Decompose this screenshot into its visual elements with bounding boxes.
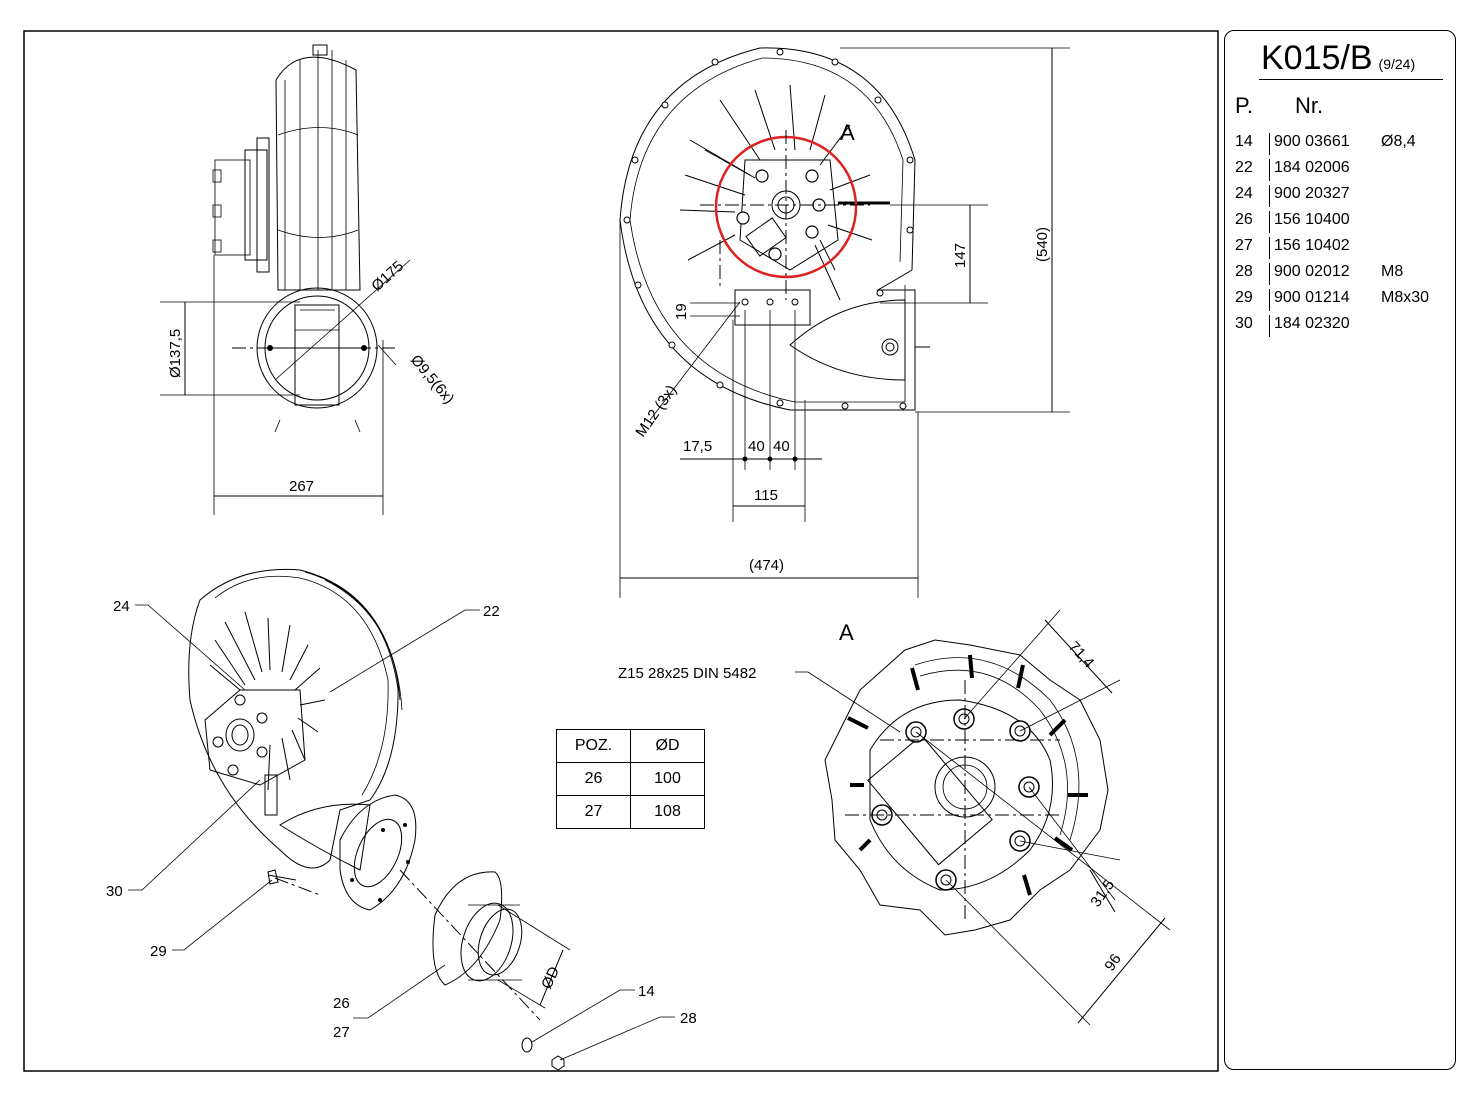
part-number: 156 10402 [1269,237,1350,259]
parts-panel: K015/B (9/24) P. Nr. 14 900 03661 Ø8,4 22 18… [1224,30,1456,1070]
table-cell: 27 [556,795,631,829]
list-item: 14 900 03661 Ø8,4 [1235,131,1450,157]
list-item: 30 184 02320 [1235,313,1450,339]
callout-29: 29 [150,943,167,960]
dim-40-a: 40 [748,438,765,455]
table-header: POZ. [556,729,631,763]
front-view: A 147 (540) 19 M12 (3x) 17,5 40 40 115 [619,47,1070,598]
table-header-row: POZ. ØD [556,729,705,763]
dim-474: (474) [749,557,784,574]
part-position: 26 [1235,211,1253,228]
detail-a-view: A Z15 28x25 DIN 548 [618,609,1171,1026]
dim-147: 147 [952,243,969,268]
part-position: 29 [1235,289,1253,306]
table-row: 26 100 [556,762,705,796]
dim-9-5: Ø9,5(6x) [407,352,458,408]
dim-40-b: 40 [773,438,790,455]
dim-m12: M12 (3x) [632,382,680,440]
diameter-table: POZ. ØD 26 100 27 108 [556,729,705,829]
dim-71-4: 71,4 [1065,638,1097,671]
part-position: 24 [1235,185,1253,202]
dim-17-5: 17,5 [683,438,712,455]
dim-540: (540) [1034,227,1051,262]
title-divider [1259,79,1443,80]
dim-od: ØD [538,964,563,992]
dim-31-5: 31,5 [1087,877,1118,911]
detail-a-title: A [839,620,854,645]
exploded-view: ØD 24 22 30 29 26 27 14 28 [106,568,697,1071]
list-item: 26 156 10400 [1235,209,1450,235]
part-number: 900 02012 [1269,263,1350,285]
model-title: K015/B (9/24) [1261,39,1415,78]
list-item: 27 156 10402 [1235,235,1450,261]
part-note: M8x30 [1381,289,1430,306]
list-item: 22 184 02006 [1235,157,1450,183]
list-item: 24 900 20327 [1235,183,1450,209]
callout-14: 14 [638,983,655,1000]
model-name: K015/B [1261,39,1373,77]
part-position: 27 [1235,237,1253,254]
callout-22: 22 [483,603,500,620]
dim-175: Ø175 [368,258,407,295]
dim-115: 115 [754,487,778,504]
callout-30: 30 [106,883,123,900]
dim-96: 96 [1101,951,1124,974]
list-item: 29 900 01214 M8x30 [1235,287,1450,313]
table-cell: 100 [630,762,705,796]
part-number: 156 10400 [1269,211,1350,233]
dim-19: 19 [673,303,690,320]
table-cell: 26 [556,762,631,796]
part-number: 184 02320 [1269,315,1350,337]
part-number: 900 03661 [1269,133,1350,155]
callout-26: 26 [333,995,350,1012]
part-number: 184 02006 [1269,159,1350,181]
table-header: ØD [630,729,705,763]
dim-137: Ø137,5 [167,329,184,378]
side-view: 267 Ø175 Ø137,5 Ø9,5(6x) [160,44,458,515]
model-revision: (9/24) [1378,56,1416,72]
part-number: 900 20327 [1269,185,1350,207]
part-note: Ø8,4 [1381,133,1416,150]
part-position: 22 [1235,159,1253,176]
callout-28: 28 [680,1010,697,1027]
spline-label: Z15 28x25 DIN 5482 [618,665,756,682]
dim-267: 267 [289,478,314,495]
drawing-frame [23,30,1219,1072]
part-position: 28 [1235,263,1253,280]
table-row: 27 108 [556,795,705,829]
column-header-position: P. [1235,93,1253,118]
part-position: 30 [1235,315,1253,332]
callout-24: 24 [113,598,130,615]
part-position: 14 [1235,133,1253,150]
detail-a-marker: A [840,120,855,145]
column-header-number: Nr. [1295,93,1324,118]
callout-27: 27 [333,1024,350,1041]
list-item: 28 900 02012 M8 [1235,261,1450,287]
part-note: M8 [1381,263,1404,280]
table-cell: 108 [630,795,705,829]
part-number: 900 01214 [1269,289,1350,311]
